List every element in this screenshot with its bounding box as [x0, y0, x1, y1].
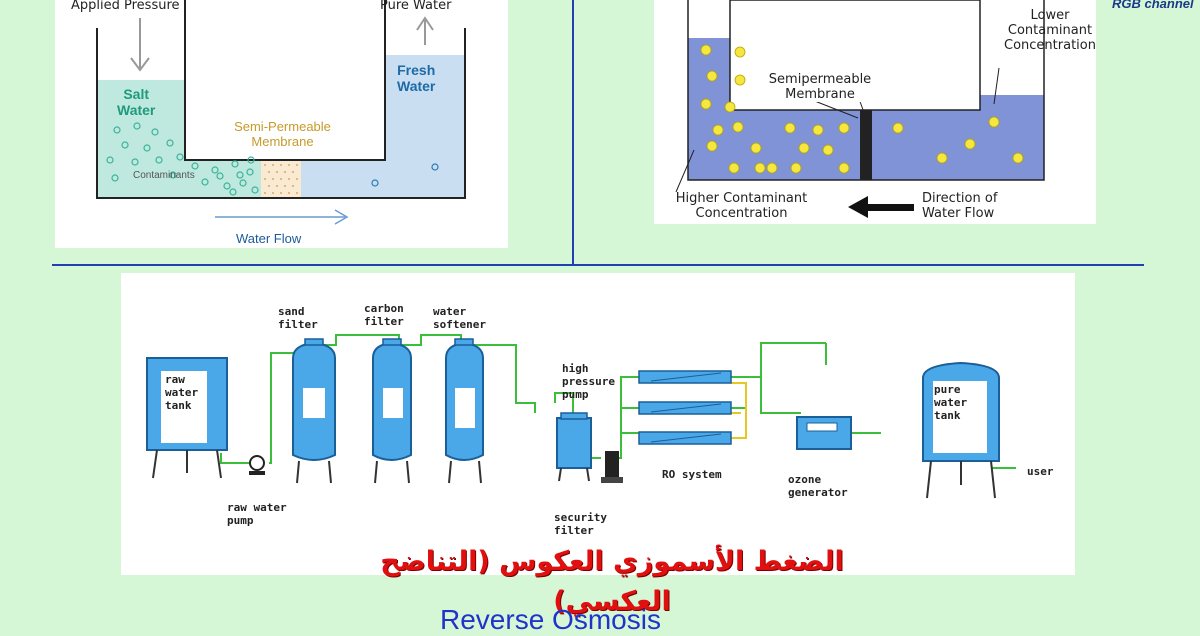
security-filter-label: security filter	[554, 511, 607, 537]
osmosis-tank-diagram	[96, 0, 466, 225]
ozone-generator-shape	[796, 416, 852, 450]
water-softener-shape	[445, 338, 484, 484]
security-filter-shape	[556, 412, 592, 482]
pipes	[220, 334, 1016, 469]
membrane-label: Semi-Permeable Membrane	[234, 119, 331, 149]
raw-water-pump-shape	[249, 455, 265, 475]
high-pressure-pump-shape	[601, 451, 623, 483]
panel-osmosis-tank: Applied Pressure Pure Water Salt Water F…	[55, 0, 508, 248]
carbon-filter-label: carbon filter	[364, 302, 404, 328]
raw-water-tank-shape	[146, 357, 228, 479]
raw-water-pump-label: raw water pump	[227, 501, 287, 527]
user-label: user	[1027, 465, 1054, 478]
raw-water-tank-label: raw water tank	[165, 373, 199, 412]
membrane-bar	[860, 110, 872, 180]
concentration-diagram	[675, 0, 1045, 218]
pure-water-tank-label: pure water tank	[934, 383, 968, 422]
pure-water-arrow	[416, 16, 434, 45]
ro-system-label: RO system	[662, 468, 722, 481]
water-flow-arrow	[215, 209, 349, 225]
english-title: Reverse Osmosis	[440, 604, 661, 635]
pure-water-label: Pure Water	[380, 0, 452, 13]
arabic-title: الضغط الأسموزي العكوس (التناضح العكسي)	[380, 546, 844, 617]
panel-concentration: Lower Contaminant Concentration Semiperm…	[654, 0, 1096, 224]
water-flow-label: Water Flow	[236, 231, 302, 246]
horizontal-divider	[52, 264, 1144, 266]
fresh-water-label: Fresh Water	[397, 62, 436, 94]
lower-concentration-label: Lower Contaminant Concentration	[1004, 8, 1096, 53]
vertical-divider	[572, 0, 574, 265]
container-walls	[687, 0, 1045, 181]
inner-chamber	[185, 20, 385, 160]
carbon-filter-shape	[372, 338, 412, 484]
sand-filter-label: sand filter	[278, 305, 318, 331]
outer-container	[96, 28, 466, 199]
direction-arrow	[848, 196, 914, 218]
pure-water-tank-shape	[922, 361, 1000, 499]
panel-process-flow: raw water tank sand filter carbon filter…	[121, 273, 1075, 575]
sand-filter-shape	[292, 338, 336, 484]
ozone-generator-label: ozone generator	[788, 473, 848, 499]
inner-u-wall	[184, 0, 386, 161]
higher-concentration-label: Higher Contaminant Concentration	[675, 191, 808, 221]
high-pressure-pump-label: high pressure pump	[562, 362, 615, 401]
ro-membranes	[638, 370, 732, 445]
salt-water-label: Salt Water	[117, 86, 156, 118]
semipermeable-membrane-label: Semipermeable Membrane	[760, 72, 880, 102]
watermark: RGB channel	[1112, 0, 1194, 11]
process-flow-diagram	[146, 334, 1016, 499]
contaminants-label: Contaminants	[133, 170, 195, 181]
water-softener-label: water softener	[433, 305, 486, 331]
direction-of-flow-label: Direction of Water Flow	[922, 191, 998, 221]
applied-pressure-label: Applied Pressure	[71, 0, 180, 13]
applied-pressure-arrow	[130, 18, 150, 72]
